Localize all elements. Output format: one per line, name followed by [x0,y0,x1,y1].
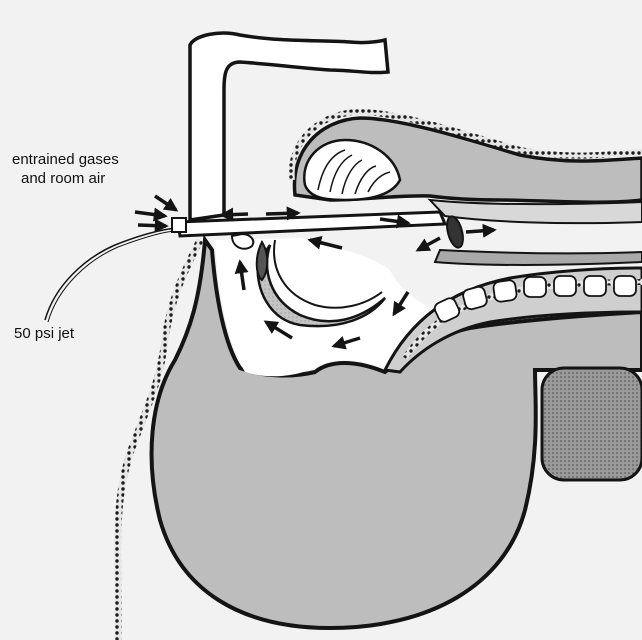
cross-hatched-block [542,368,642,480]
arrow-icon [466,230,494,232]
arrow-icon [266,213,298,214]
arrow-icon [135,212,165,216]
jet-pressure-label: 50 psi jet [14,324,74,343]
jet-connector [172,218,186,232]
vocal-cords [444,215,466,250]
entrained-gases-line1: entrained gases [12,150,119,169]
arrow-icon [418,238,440,250]
arrow-icon [155,196,176,210]
arrow-icon [222,214,248,215]
jet-tube [45,228,175,320]
entrained-gases-label: entrained gases and room air [12,150,119,188]
arrow-icon [138,225,166,226]
entrained-gases-line2: and room air [12,169,119,188]
